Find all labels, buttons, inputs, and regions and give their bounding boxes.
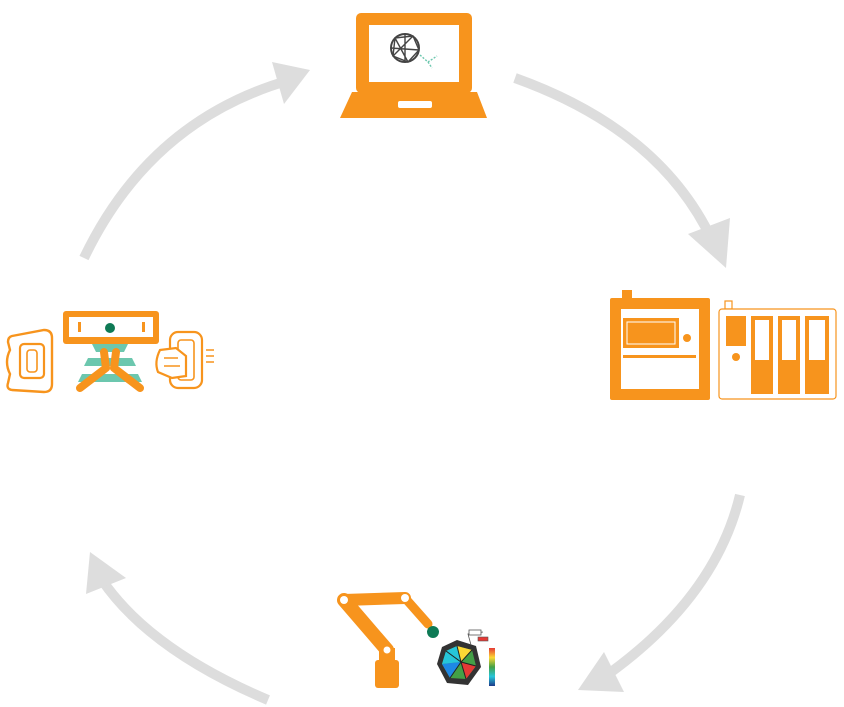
color-mesh-sphere-icon bbox=[437, 629, 489, 685]
arrow-software-to-hardware bbox=[513, 73, 730, 268]
arrow-robot-to-scanners bbox=[86, 552, 270, 705]
rack-cabinet-icon bbox=[718, 300, 837, 400]
controller-box-icon bbox=[610, 290, 710, 400]
robot-arm-mesh-analysis-icon bbox=[337, 592, 495, 688]
robot-arm-icon bbox=[337, 592, 439, 688]
hand-scanner-icon bbox=[155, 330, 214, 390]
handheld-scanner-icon bbox=[5, 328, 54, 394]
machine-cabinets-icon bbox=[610, 290, 837, 400]
3d-scanner-set-icon bbox=[5, 311, 214, 394]
arrow-hardware-to-robot bbox=[578, 493, 745, 692]
projection-scanner-icon bbox=[63, 311, 159, 392]
mesh-sphere-icon bbox=[390, 33, 438, 69]
arrow-scanners-to-software bbox=[79, 62, 310, 261]
laptop-mesh-icon bbox=[340, 13, 487, 118]
color-scale-bar-icon bbox=[489, 648, 495, 686]
